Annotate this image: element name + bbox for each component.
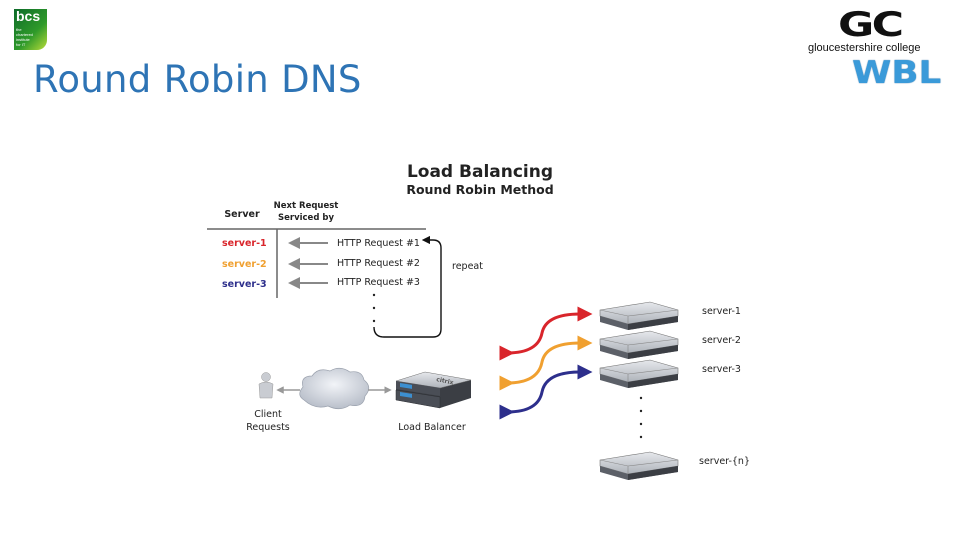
server-1-icon <box>599 301 679 331</box>
wbl-logo: WBL <box>852 55 942 91</box>
row-server-1: server-1 <box>222 238 267 249</box>
row-request-2: HTTP Request #2 <box>337 258 420 269</box>
citrix-brand: citrix <box>436 376 455 386</box>
server-2-icon <box>599 330 679 360</box>
row-server-3: server-3 <box>222 279 267 290</box>
table-row: server-3 HTTP Request #3 <box>222 277 420 290</box>
column-header-server: Server <box>224 209 260 220</box>
server-2-arrow <box>499 335 593 391</box>
server-3-icon <box>599 359 679 389</box>
server-label-3: server-3 <box>702 364 741 375</box>
table-row: server-1 HTTP Request #1 <box>222 237 420 249</box>
client-person-icon <box>258 372 274 399</box>
row-request-1: HTTP Request #1 <box>337 238 420 249</box>
row-request-3: HTTP Request #3 <box>337 277 420 288</box>
server-label-2: server-2 <box>702 335 741 346</box>
server-1-arrow <box>499 306 593 361</box>
college-name: gloucestershire college <box>808 42 921 54</box>
column-header-next-1: Next Request <box>274 201 339 211</box>
server-label-1: server-1 <box>702 306 741 317</box>
cloud-icon <box>299 367 370 410</box>
load-balancer-label: Load Balancer <box>398 422 466 433</box>
repeat-loop-arrow <box>373 235 442 338</box>
load-balancer-icon: citrix <box>395 371 472 409</box>
slide-title: Round Robin DNS <box>33 58 362 101</box>
server-3-arrow <box>499 364 593 420</box>
gc-logo: GC <box>838 5 904 45</box>
diagram-title: Load Balancing <box>407 162 553 182</box>
repeat-label: repeat <box>452 261 483 272</box>
row-server-2: server-2 <box>222 259 267 270</box>
client-label-2: Requests <box>246 422 290 433</box>
server-label-n: server-{n} <box>699 456 750 467</box>
diagram-subtitle: Round Robin Method <box>406 182 553 197</box>
server-ellipsis-dots <box>639 396 643 439</box>
server-n-icon <box>599 451 679 481</box>
column-header-next-2: Serviced by <box>278 213 334 223</box>
ellipsis-dots <box>372 293 376 323</box>
client-label-1: Client <box>254 409 282 420</box>
table-row: server-2 HTTP Request #2 <box>222 258 420 270</box>
